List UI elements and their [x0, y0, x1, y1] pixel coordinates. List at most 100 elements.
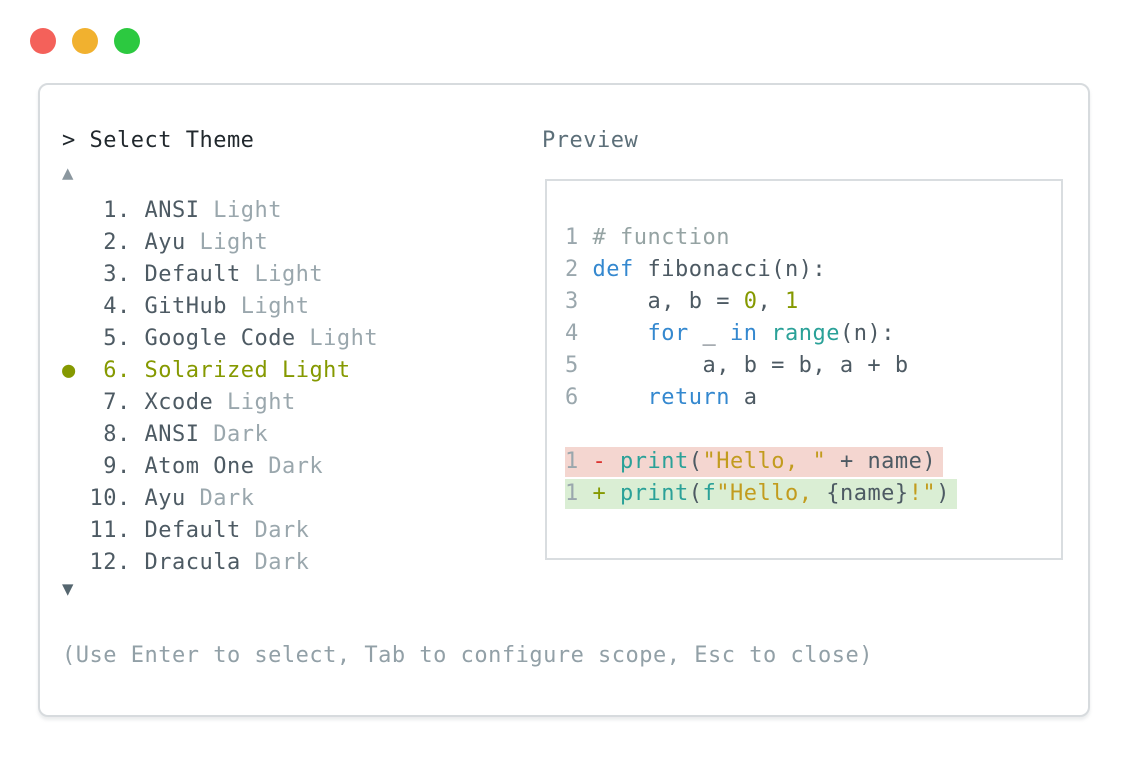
theme-variant: Dark	[240, 518, 310, 543]
theme-name: Atom One	[144, 454, 255, 479]
code-token: + name)	[826, 449, 937, 474]
theme-number: 6.	[89, 358, 145, 383]
theme-variant: Dark	[185, 486, 255, 511]
code-token: (	[688, 449, 703, 474]
marker-spacer	[62, 518, 90, 543]
theme-variant: Light	[199, 198, 282, 223]
code-line: 2 def fibonacci(n):	[565, 255, 1061, 287]
line-number: 1	[565, 225, 593, 250]
prompt-title: > Select Theme	[62, 128, 255, 153]
theme-name: Default	[144, 518, 241, 543]
code-token	[606, 481, 620, 506]
code-token: print	[620, 449, 689, 474]
code-line	[565, 415, 1061, 447]
theme-list-item[interactable]: 11. Default Dark	[62, 515, 378, 547]
window-controls	[30, 28, 140, 54]
theme-number: 10.	[89, 486, 145, 511]
line-number: 6	[565, 385, 593, 410]
marker-spacer	[62, 230, 90, 255]
code-token: a, b = b, a + b	[592, 353, 909, 378]
code-token: return	[647, 385, 730, 410]
code-token: a	[729, 385, 758, 410]
theme-list-item[interactable]: 4. GitHub Light	[62, 291, 378, 323]
code-token: for	[647, 321, 689, 346]
code-token: print	[620, 481, 689, 506]
theme-list-item[interactable]: 2. Ayu Light	[62, 227, 378, 259]
theme-variant: Light	[226, 294, 310, 319]
marker-spacer	[62, 454, 90, 479]
theme-variant: Light	[240, 262, 324, 287]
diff-line-removed: 1 - print("Hello, " + name)	[565, 447, 1061, 479]
line-number: 4	[565, 321, 593, 346]
zoom-window-icon[interactable]	[114, 28, 140, 54]
theme-name: Ayu	[144, 486, 186, 511]
line-number: 1	[565, 449, 593, 474]
close-window-icon[interactable]	[30, 28, 56, 54]
code-token: 0	[743, 289, 758, 314]
theme-name: Xcode	[144, 390, 214, 415]
theme-number: 7.	[89, 390, 145, 415]
theme-list-item[interactable]: 1. ANSI Light	[62, 195, 378, 227]
theme-name: ANSI	[144, 422, 200, 447]
theme-number: 8.	[89, 422, 145, 447]
theme-number: 9.	[89, 454, 145, 479]
theme-number: 3.	[89, 262, 145, 287]
theme-name: Dracula	[144, 550, 241, 575]
line-number: 1	[565, 481, 593, 506]
marker-spacer	[62, 550, 90, 575]
marker-spacer	[62, 326, 90, 351]
theme-number: 5.	[89, 326, 145, 351]
theme-variant: Light	[185, 230, 269, 255]
theme-list-item[interactable]: 9. Atom One Dark	[62, 451, 378, 483]
minimize-window-icon[interactable]	[72, 28, 98, 54]
theme-picker-dialog: > Select Theme Preview ▲ 1. ANSI Light 2…	[38, 83, 1090, 717]
theme-number: 4.	[89, 294, 145, 319]
theme-number: 2.	[89, 230, 145, 255]
code-token: def	[592, 257, 634, 282]
keyboard-hint: (Use Enter to select, Tab to configure s…	[62, 643, 873, 668]
code-line: 4 for _ in range(n):	[565, 319, 1061, 351]
code-token: "Hello,	[716, 481, 827, 506]
preview-pane: 1 # function 2 def fibonacci(n):3 a, b = …	[545, 179, 1063, 560]
code-token: !"	[908, 481, 937, 506]
code-token	[757, 321, 771, 346]
code-token: a, b =	[592, 289, 744, 314]
code-token: +	[592, 481, 607, 506]
theme-name: GitHub	[144, 294, 227, 319]
theme-list-item[interactable]: 7. Xcode Light	[62, 387, 378, 419]
code-token: -	[592, 449, 607, 474]
line-number: 5	[565, 353, 593, 378]
theme-list-item[interactable]: 5. Google Code Light	[62, 323, 378, 355]
marker-spacer	[62, 422, 90, 447]
code-token	[593, 385, 648, 410]
theme-variant: Light	[295, 326, 379, 351]
theme-variant: Light	[213, 390, 296, 415]
theme-list-item[interactable]: 10. Ayu Dark	[62, 483, 378, 515]
code-token: "Hello, "	[702, 449, 827, 474]
scroll-up-icon[interactable]: ▲	[62, 162, 74, 184]
code-token: (	[688, 481, 703, 506]
code-line: 3 a, b = 0, 1	[565, 287, 1061, 319]
theme-list-item[interactable]: 3. Default Light	[62, 259, 378, 291]
diff-line-added: 1 + print(f"Hello, {name}!")	[565, 479, 1061, 511]
code-token	[593, 321, 648, 346]
code-token: ,	[757, 289, 785, 314]
code-token: in	[729, 321, 758, 346]
theme-variant: Dark	[199, 422, 269, 447]
theme-list-item[interactable]: 8. ANSI Dark	[62, 419, 378, 451]
scroll-down-icon[interactable]: ▼	[62, 578, 74, 600]
theme-variant: Dark	[240, 550, 310, 575]
theme-list: 1. ANSI Light 2. Ayu Light 3. Default Li…	[62, 195, 378, 579]
code-token: # function	[592, 225, 730, 250]
marker-spacer	[62, 262, 90, 287]
code-token: range	[771, 321, 840, 346]
marker-spacer	[62, 198, 90, 223]
marker-spacer	[62, 294, 90, 319]
theme-number: 1.	[89, 198, 145, 223]
code-token: f	[702, 481, 717, 506]
theme-list-item[interactable]: 12. Dracula Dark	[62, 547, 378, 579]
theme-name: Ayu	[144, 230, 186, 255]
theme-list-item[interactable]: ● 6. Solarized Light	[62, 355, 378, 387]
theme-variant: Dark	[254, 454, 324, 479]
